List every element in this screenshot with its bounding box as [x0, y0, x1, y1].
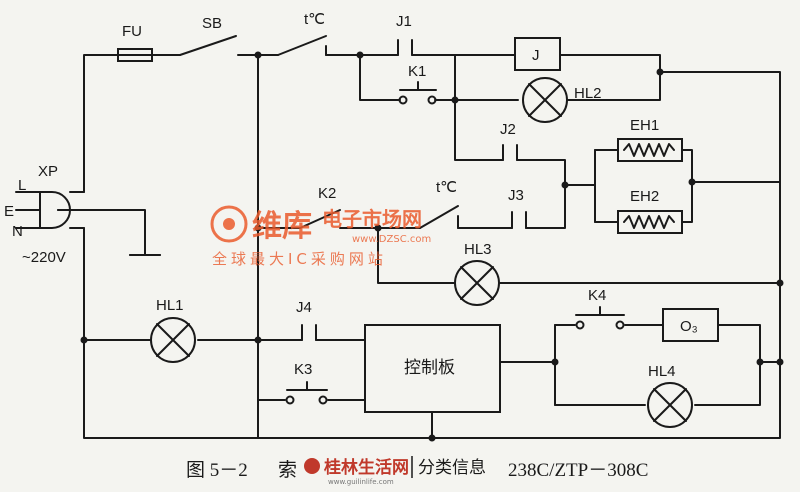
voltage-label: ~220V [22, 249, 66, 266]
k1-label: K1 [408, 63, 426, 80]
hl1-label: HL1 [156, 297, 184, 314]
heater-eh1: EH1 [617, 117, 683, 162]
hl2-label: HL2 [574, 85, 602, 102]
fu-label: FU [122, 23, 142, 40]
watermark-guilin: 桂林生活网 分类信息 www.guilinlife.com [304, 456, 486, 486]
junction-dot [551, 358, 559, 366]
junction-dots [80, 51, 784, 442]
hl4-label: HL4 [648, 363, 676, 380]
thermostat-2: t℃ [419, 179, 463, 229]
caption-suffix: 238C/ZTP－308C [508, 460, 648, 481]
thermostat-2-label: t℃ [436, 179, 457, 196]
pushbutton-k4: K4 [575, 287, 625, 330]
pushbutton-k1: K1 [394, 63, 441, 105]
dzsc-brand: 维库 [252, 209, 312, 244]
n-label: N [12, 223, 23, 240]
junction-dot [254, 336, 262, 344]
relay-j-label: J [532, 47, 540, 64]
dzsc-url: www.DZSC.com [352, 234, 431, 245]
junction-dot [688, 178, 696, 186]
junction-dot [356, 51, 364, 59]
lamp-hl3: HL3 [454, 241, 500, 306]
watermark-dzsc: 维库 电子市场网 www.DZSC.com 全球最大IC采购网站 [210, 205, 431, 268]
j4-label: J4 [296, 299, 312, 316]
heater-eh2: EH2 [617, 188, 683, 234]
thermostat-1-label: t℃ [304, 11, 325, 28]
thermostat-1: t℃ [277, 11, 331, 56]
contact-j4: J4 [289, 299, 331, 341]
switch-sb: SB [179, 15, 237, 56]
junction-dot [776, 279, 784, 287]
guilin-section: 分类信息 [418, 458, 486, 478]
guilin-logo-icon [304, 458, 320, 474]
figure-caption: 图 5－2 索 238C/ZTP－308C [186, 459, 648, 481]
contact-j3: J3 [499, 187, 541, 229]
junction-dot [756, 358, 764, 366]
switch-k2: K2 [299, 185, 341, 229]
control-board-label: 控制板 [404, 358, 455, 377]
j2-label: J2 [500, 121, 516, 138]
k4-label: K4 [588, 287, 606, 304]
j3-label: J3 [508, 187, 524, 204]
contact-j1: J1 [384, 13, 426, 56]
lamp-hl4: HL4 [647, 363, 693, 428]
junction-dot [374, 224, 382, 232]
junction-dot [776, 358, 784, 366]
pushbutton-k3: K3 [285, 361, 328, 405]
dzsc-slogan: 全球最大IC采购网站 [212, 250, 387, 268]
j1-label: J1 [396, 13, 412, 30]
eh2-label: EH2 [630, 188, 659, 205]
guilin-brand: 桂林生活网 [323, 457, 409, 478]
junction-dot [451, 96, 459, 104]
sb-label: SB [202, 15, 222, 32]
contact-j2: J2 [494, 121, 526, 161]
l-label: L [18, 177, 26, 194]
lamp-hl1: HL1 [150, 297, 196, 363]
dzsc-title: 电子市场网 [322, 207, 422, 231]
junction-dot [254, 224, 262, 232]
hl3-label: HL3 [464, 241, 492, 258]
ozone-generator-o3: O₃ [662, 308, 719, 342]
junction-dot [428, 434, 436, 442]
guilin-url: www.guilinlife.com [328, 478, 394, 486]
relay-j: J [514, 37, 561, 71]
o3-label: O₃ [680, 318, 698, 335]
junction-dot [561, 181, 569, 189]
caption-figure: 图 5－2 [186, 460, 248, 481]
junction-dot [254, 51, 262, 59]
eh1-label: EH1 [630, 117, 659, 134]
fuse-fu: FU [117, 23, 153, 62]
control-board: 控制板 [364, 324, 501, 413]
junction-dot [80, 336, 88, 344]
plug-xp: XP L E N ~220V [4, 163, 85, 266]
xp-label: XP [38, 163, 58, 180]
caption-prefix: 索 [278, 459, 297, 481]
e-label: E [4, 203, 14, 220]
dzsc-logo-icon [210, 205, 248, 243]
k2-label: K2 [318, 185, 336, 202]
lamp-hl2: HL2 [522, 77, 602, 123]
junction-dot [656, 68, 664, 76]
k3-label: K3 [294, 361, 312, 378]
